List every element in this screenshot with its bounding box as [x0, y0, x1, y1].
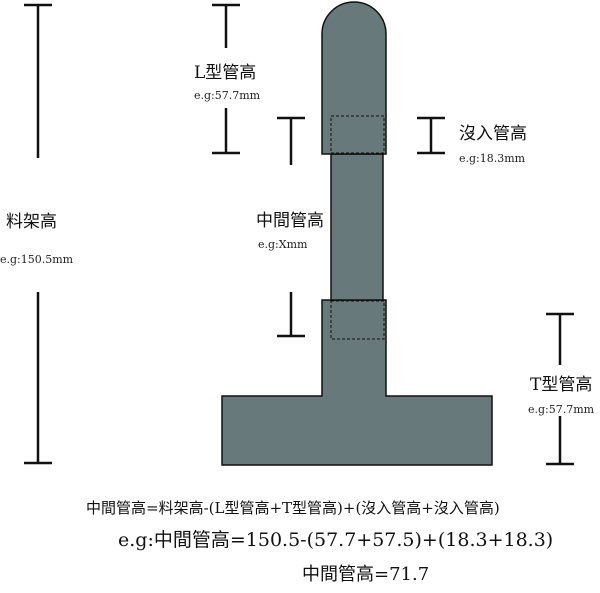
frame-height-example: e.g:150.5mm	[0, 253, 74, 266]
middle-pipe-height-example: e.g:Xmm	[258, 238, 308, 251]
upper-insert-dashed-outline	[330, 115, 385, 154]
l-pipe-height-dimension	[212, 3, 240, 155]
middle-pipe-height-label: 中間管高	[256, 211, 324, 231]
insert-height-dimension	[417, 116, 445, 155]
t-pipe-height-dimension	[546, 312, 574, 466]
middle-pipe-shape	[330, 153, 384, 301]
t-pipe-shape	[221, 299, 493, 466]
l-pipe-shape	[321, 1, 387, 155]
example-formula: e.g:中間管高=150.5-(57.7+57.5)+(18.3+18.3)	[118, 529, 554, 551]
frame-height-dimension	[24, 3, 52, 465]
general-formula: 中間管高=料架高-(L型管高+T型管高)+(沒入管高+沒入管高)	[86, 499, 500, 517]
l-pipe-height-example: e.g:57.7mm	[194, 89, 261, 102]
lower-insert-dashed-outline	[330, 300, 385, 340]
t-pipe-height-label: T型管高	[530, 375, 593, 395]
insert-height-label: 沒入管高	[459, 124, 527, 144]
l-pipe-height-label: L型管高	[194, 63, 257, 83]
frame-height-label: 料架高	[6, 212, 57, 232]
middle-pipe-height-dimension	[277, 116, 305, 338]
insert-height-example: e.g:18.3mm	[459, 152, 526, 165]
result-formula: 中間管高=71.7	[302, 564, 430, 585]
t-pipe-height-example: e.g:57.7mm	[528, 403, 595, 416]
